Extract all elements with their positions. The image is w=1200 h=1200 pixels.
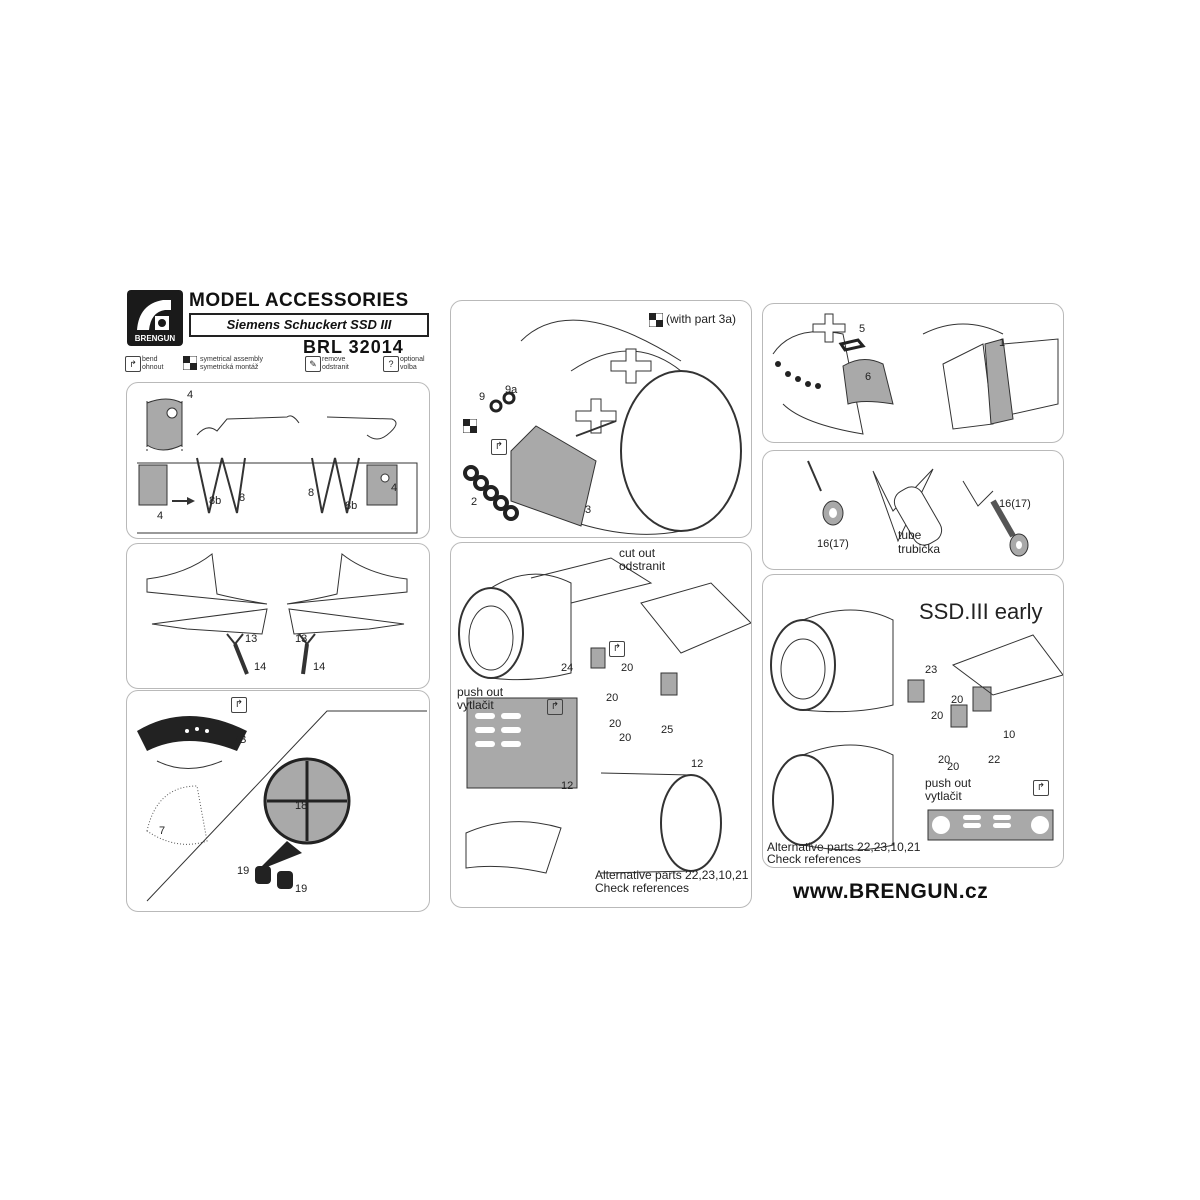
fuselage-front-drawing [463, 319, 742, 535]
symmetrical-assembly-icon [463, 419, 477, 433]
part-label: 20 [619, 732, 632, 744]
tube-label: tube [898, 528, 922, 542]
bend-icon: ↱ [547, 699, 563, 715]
push-out-label: push out [457, 685, 504, 699]
alternative-parts-note: Alternative parts 22,23,10,21 [595, 868, 749, 882]
header-block: BRENGUN MODEL ACCESSORIES Siemens Schuck… [125, 288, 435, 378]
part-label: 2 [471, 496, 478, 508]
part-label: 20 [931, 710, 944, 722]
part-label: 1 [999, 337, 1006, 349]
part-label: 4 [391, 482, 398, 494]
push-out-label-cz: vytlačit [925, 789, 962, 803]
part-label: 3 [585, 504, 592, 516]
panel-undercarriage: 13 14 13 14 [126, 543, 430, 689]
symmetrical-assembly-icon [183, 356, 197, 370]
part-label: 8 [239, 492, 246, 504]
remove-icon: ✎ [305, 356, 321, 372]
part-label: 23 [925, 664, 938, 676]
product-name: Siemens Schuckert SSD III [189, 313, 429, 337]
model-accessories-title: MODEL ACCESSORIES [189, 290, 409, 311]
part-label: 4 [187, 389, 194, 401]
part-label: 8b [209, 495, 222, 507]
cockpit-drawing [137, 710, 427, 902]
part-label: 7 [159, 825, 166, 837]
website-url: www.BRENGUN.cz [793, 880, 989, 903]
part-label: 10 [1003, 729, 1016, 741]
fuselage-side-drawing [772, 313, 1059, 435]
push-out-label: push out [925, 776, 972, 790]
bend-icon: ↱ [231, 697, 247, 713]
check-references-note: Check references [767, 852, 862, 866]
bend-icon: ↱ [609, 641, 625, 657]
part-label: 13 [245, 633, 258, 645]
panel-ssd-early: SSD.III early 23 20 20 20 10 20 22 push … [762, 574, 1064, 868]
part-label: 20 [606, 692, 619, 704]
part-label: 19 [295, 883, 308, 895]
part-label: 9 [479, 391, 486, 403]
part-label: 16(17) [817, 538, 849, 550]
part-label: 13 [295, 633, 308, 645]
part-label: 12 [561, 780, 574, 792]
bend-icon: ↱ [125, 356, 141, 372]
optional-icon: ? [383, 356, 399, 372]
part-label: 24 [561, 662, 574, 674]
part-label: 4 [157, 510, 164, 522]
part-label: 8b [345, 500, 358, 512]
panel-fuselage-front: (with part 3a) ↱ 9 9a 2 3 [450, 300, 752, 538]
panel-wing-struts: 4 4 8b 8 8 8b 4 [126, 382, 430, 539]
tube-label-cz: trubička [898, 542, 941, 556]
part-label: 20 [947, 761, 960, 773]
product-code: BRL 32014 [303, 337, 404, 357]
part-label: 8 [308, 487, 315, 499]
part-label: 6 [865, 371, 872, 383]
bend-icon: ↱ [491, 439, 507, 455]
part-label: 20 [938, 754, 951, 766]
part-label: 7B [233, 734, 247, 746]
check-references-note: Check references [595, 881, 690, 895]
ssd-early-drawing [770, 609, 1063, 851]
part-label: 14 [254, 661, 267, 673]
cut-out-label-cz: odstranit [619, 559, 666, 573]
part-label: 25 [661, 724, 674, 736]
part-label: 20 [621, 662, 634, 674]
part-label: 5 [859, 323, 866, 335]
logo-text: BRENGUN [134, 334, 176, 343]
part-label: 12 [691, 758, 704, 770]
part-label: 22 [988, 754, 1001, 766]
panel-cockpit: ↱ 7B 7 18 19 19 [126, 690, 430, 912]
tube-drawing [807, 460, 1029, 557]
part-label: 9a [505, 384, 518, 396]
panel-tube: 16(17) tube trubička 16(17) [762, 450, 1064, 570]
cut-out-label: cut out [619, 546, 656, 560]
part-label: 18 [295, 800, 308, 812]
part-label: 16(17) [999, 498, 1031, 510]
symmetrical-assembly-icon [649, 313, 663, 327]
part-label: 20 [951, 694, 964, 706]
push-out-label-cz: vytlačit [457, 698, 494, 712]
panel-engine-cowling: cut out odstranit push out vytlačit ↱ ↱ … [450, 542, 752, 908]
note-with-part-3a: (with part 3a) [666, 312, 737, 326]
brengun-logo: BRENGUN [127, 290, 183, 346]
engine-cowling-drawing [458, 557, 751, 874]
wing-strut-drawing [137, 398, 418, 534]
ssd-early-title: SSD.III early [919, 599, 1043, 624]
part-label: 20 [609, 718, 622, 730]
undercarriage-drawing [146, 553, 408, 675]
panel-fuselage-side: 5 6 1 [762, 303, 1064, 443]
alternative-parts-note: Alternative parts 22,23,10,21 [767, 840, 921, 854]
part-label: 14 [313, 661, 326, 673]
bend-icon: ↱ [1033, 780, 1049, 796]
part-label: 19 [237, 865, 250, 877]
